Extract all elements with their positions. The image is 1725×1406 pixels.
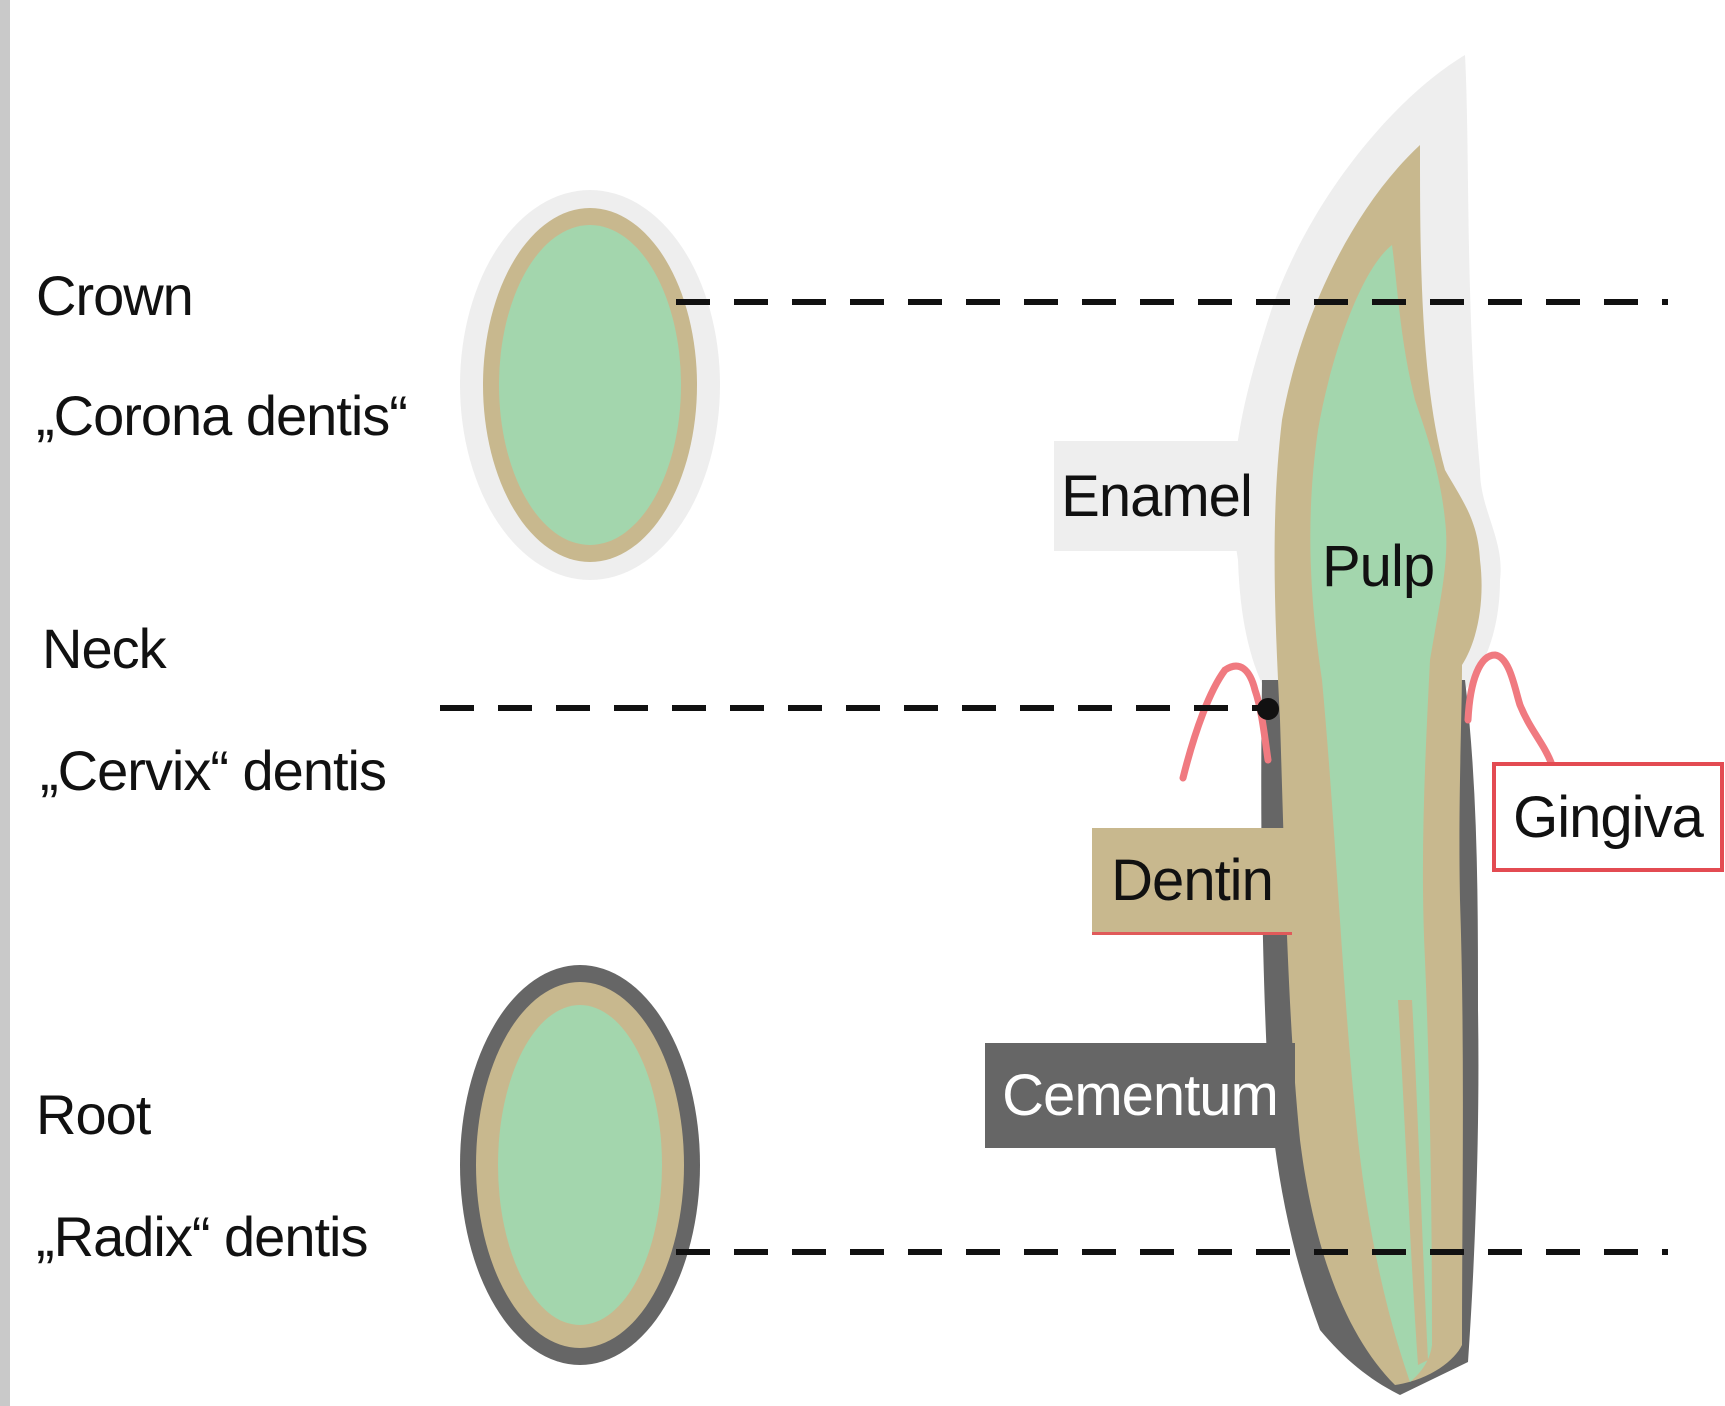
root-cross-section (460, 965, 700, 1365)
neck-label: Neck (42, 621, 166, 677)
gingiva-label: Gingiva (1492, 762, 1724, 872)
gingiva-right (1468, 655, 1552, 765)
pulp-label: Pulp (1322, 533, 1434, 600)
cementum-label: Cementum (985, 1043, 1295, 1148)
crown-cross-section (460, 190, 720, 580)
tooth-longitudinal (1233, 55, 1500, 1395)
crown-section-pulp (499, 225, 681, 545)
cemento-enamel-junction-dot (1257, 698, 1279, 720)
root-latin-label: „Radix“ dentis (36, 1209, 367, 1265)
gingiva-left (1183, 666, 1268, 778)
root-label: Root (36, 1087, 150, 1143)
neck-latin-label: „Cervix“ dentis (40, 743, 386, 799)
dentin-label: Dentin (1092, 828, 1292, 935)
crown-latin-label: „Corona dentis“ (36, 388, 407, 444)
crown-label: Crown (36, 268, 193, 324)
enamel-label: Enamel (1054, 441, 1259, 551)
root-section-pulp (498, 1005, 662, 1325)
